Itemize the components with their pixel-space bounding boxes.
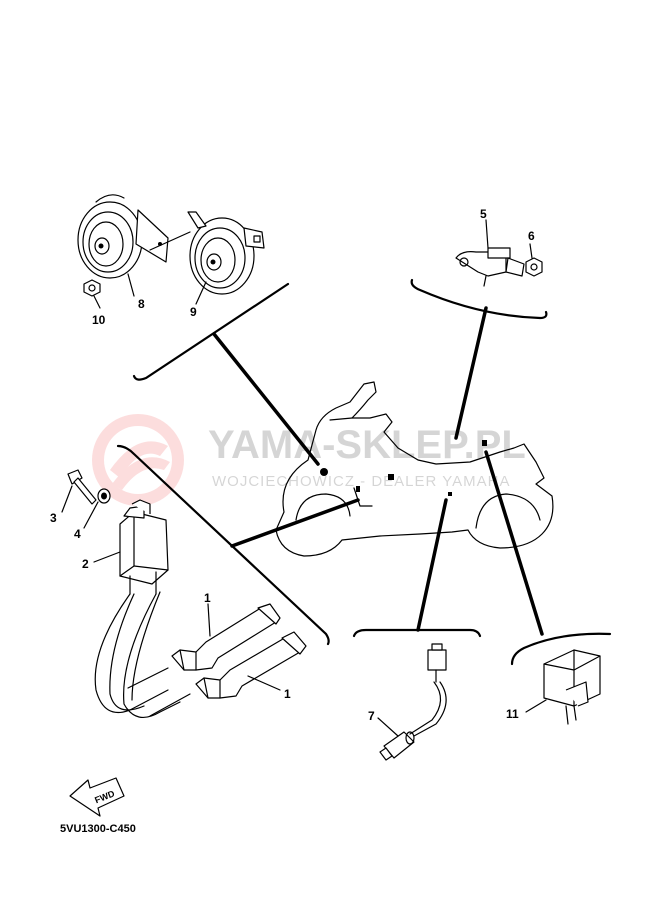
callout-1a: 1 — [204, 591, 211, 605]
callout-7: 7 — [368, 709, 375, 723]
leader-o2-sensor — [416, 498, 448, 632]
relay-part-11 — [543, 649, 601, 725]
o2-sensor-part-7 — [379, 643, 447, 761]
nut-part-10 — [83, 279, 101, 297]
wire-location-dot — [356, 486, 360, 492]
leader-coil — [230, 498, 360, 548]
diagram-code: 5VU1300-C450 — [60, 823, 136, 835]
callout-11: 11 — [506, 707, 519, 721]
callout-9: 9 — [190, 305, 197, 319]
sensor-location-dot — [448, 492, 452, 496]
callout-8: 8 — [138, 297, 145, 311]
horn-part-8 — [77, 194, 169, 279]
motorcycle-outline — [275, 381, 554, 557]
frame-horns — [132, 282, 290, 381]
frame-coil — [116, 444, 330, 646]
callout-5: 5 — [480, 207, 487, 221]
horn-part-9 — [149, 211, 265, 295]
leader-crank-sensor — [454, 306, 488, 440]
leader-horn — [212, 332, 320, 466]
leader-lines — [212, 306, 544, 636]
watermark: YAMA-SKLEP.PL WOJCIECHOWICZ - DEALER YAM… — [92, 414, 526, 506]
crank-sensor-part-5 — [455, 247, 525, 287]
bolt-part-3 — [67, 469, 97, 505]
nut-part-6 — [525, 257, 543, 277]
watermark-subtitle: WOJCIECHOWICZ - DEALER YAMAHA — [212, 473, 510, 490]
callout-4: 4 — [74, 527, 81, 541]
watermark-logo — [92, 414, 184, 506]
callout-leaders — [61, 219, 547, 737]
spark-plug-cap-1b — [149, 631, 307, 717]
frame-relay — [510, 632, 612, 666]
relay-location-dot — [482, 440, 487, 446]
watermark-title: YAMA-SKLEP.PL — [208, 423, 526, 467]
forward-arrow: FWD — [69, 777, 125, 817]
spark-plug-cap-1a — [127, 603, 281, 689]
callout-2: 2 — [82, 557, 89, 571]
callout-6: 6 — [528, 229, 535, 243]
coil-location-dot — [388, 474, 394, 480]
callout-3: 3 — [50, 511, 57, 525]
callout-1b: 1 — [284, 687, 291, 701]
ignition-coil-part-2 — [94, 499, 181, 719]
frame-crank-sensor — [410, 278, 548, 320]
frame-o2-sensor — [352, 628, 482, 638]
washer-part-4 — [97, 488, 111, 504]
horn-location-dot — [320, 468, 328, 476]
callout-10: 10 — [92, 313, 106, 327]
leader-relay — [484, 450, 544, 636]
